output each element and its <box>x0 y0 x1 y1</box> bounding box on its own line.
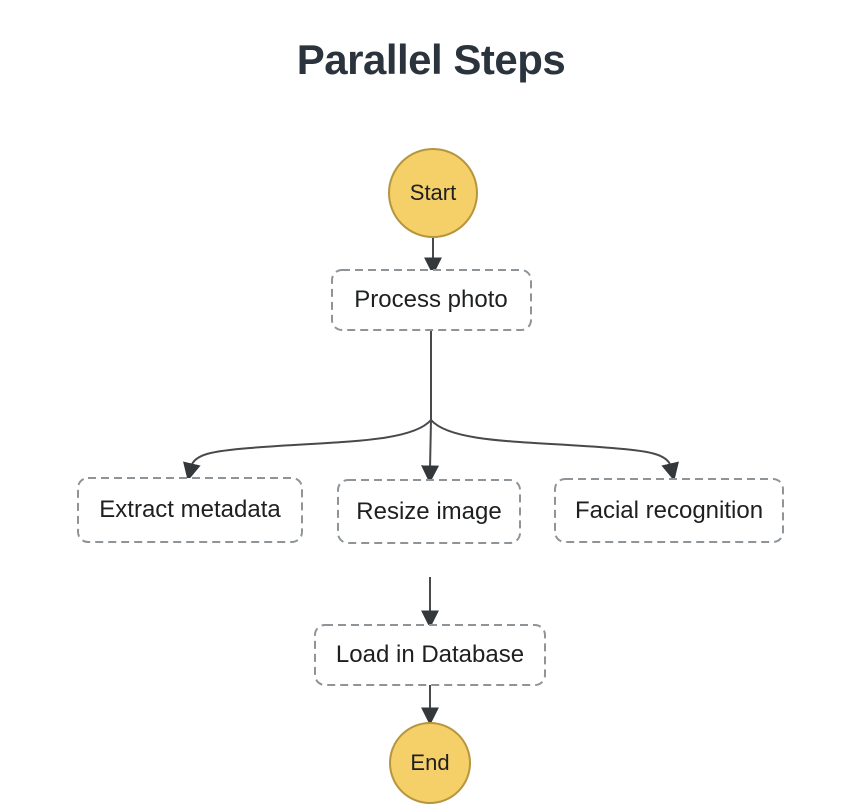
arrow-branch-to-facial-recognition <box>430 419 679 482</box>
start-node-label: Start <box>409 180 457 205</box>
start-node-circle <box>388 148 478 238</box>
extract-metadata-label: Extract metadata <box>99 496 281 523</box>
load-in-database-label: Load in Database <box>335 641 525 668</box>
end-node-circle <box>389 722 471 804</box>
extract-metadata-box <box>77 477 303 543</box>
process-photo-label: Process photo <box>354 286 508 313</box>
resize-image-label: Resize image <box>356 498 502 525</box>
page-title: Parallel Steps <box>296 36 566 83</box>
facial-recognition-box <box>554 478 784 543</box>
end-node-label: End <box>410 750 450 775</box>
process-photo-box <box>331 269 532 331</box>
arrow-branch-to-extract-metadata <box>183 419 432 482</box>
facial-recognition-label: Facial recognition <box>574 497 764 524</box>
load-in-database-box <box>314 624 546 686</box>
arrow-branch-to-resize-image <box>421 419 440 484</box>
resize-image-box <box>337 479 521 544</box>
